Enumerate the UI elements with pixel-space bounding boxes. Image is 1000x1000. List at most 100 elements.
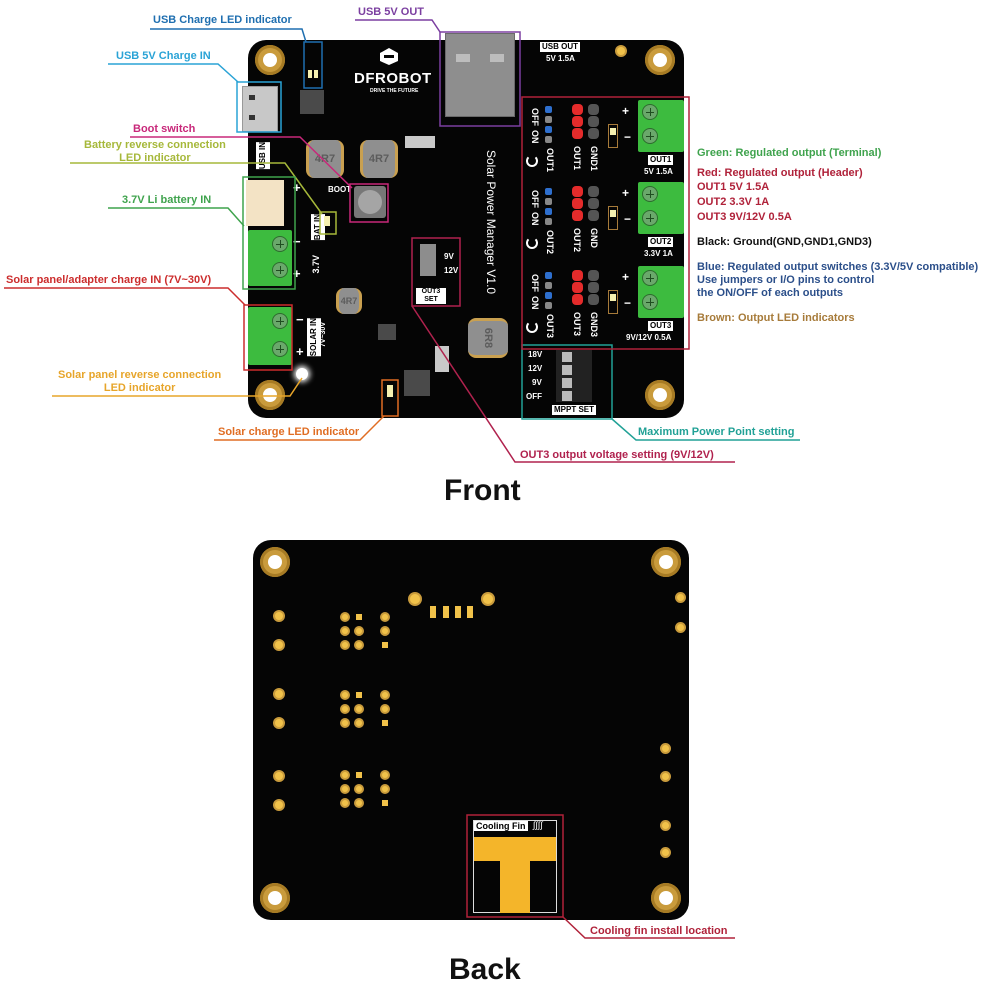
- solder-pad: [382, 692, 388, 698]
- solder-pad: [662, 822, 669, 829]
- solder-pad: [275, 690, 283, 698]
- legend-green: Green: Regulated output (Terminal): [697, 147, 882, 159]
- usb-out-rating: 5V 1.5A: [546, 54, 575, 63]
- smd-part: [435, 346, 449, 372]
- output-switch-jumper[interactable]: [544, 188, 553, 225]
- solar-charge-led: [387, 385, 393, 397]
- out3-9v-label: 9V: [444, 252, 454, 261]
- callout-box-bat-reverse: [319, 211, 337, 235]
- legend-red-out1: OUT1 5V 1.5A: [697, 181, 770, 193]
- solder-pad: [342, 720, 348, 726]
- back-hole-bottom-left: [260, 883, 290, 913]
- solder-pad: [382, 628, 388, 634]
- switch-on-label: ON: [530, 296, 540, 310]
- header-output-label: OUT1: [572, 146, 582, 171]
- power-icon: [526, 155, 538, 167]
- mounting-hole-top-left: [255, 45, 285, 75]
- inductor-4r7-b: 4R7: [360, 140, 398, 178]
- output-terminal: [638, 266, 684, 318]
- mounting-hole-bottom-right: [645, 380, 675, 410]
- ground-label: GND: [589, 228, 599, 248]
- switch-off-label: OFF: [530, 190, 540, 208]
- callout-solar-in: Solar panel/adapter charge IN (7V~30V): [6, 274, 212, 286]
- output-rating: 5V 1.5A: [644, 167, 673, 176]
- solder-pad: [356, 772, 362, 778]
- callout-lines: [4, 19, 800, 463]
- mppt-set-label: MPPT SET: [552, 405, 597, 415]
- solder-pad: [356, 706, 362, 712]
- output-led: [608, 206, 618, 230]
- solder-pad: [382, 800, 388, 806]
- charger-ic: [300, 90, 324, 114]
- callout-line-solar-charge: [214, 415, 385, 441]
- solar-reverse-led[interactable]: [296, 368, 308, 380]
- battery-reverse-led: [324, 216, 330, 226]
- ground-header-pins[interactable]: [588, 272, 599, 306]
- callout-box-mppt: [521, 344, 613, 420]
- output-rating: 9V/12V 0.5A: [626, 333, 672, 342]
- callout-usb-5v-charge-in: USB 5V Charge IN: [116, 50, 211, 62]
- callout-line-mppt: [611, 418, 800, 441]
- callout-line-usb-charge-led: [150, 28, 307, 43]
- boot-button[interactable]: [354, 186, 386, 218]
- out3-slide-switch[interactable]: [420, 244, 436, 276]
- solder-pad: [356, 720, 362, 726]
- solder-pad: [356, 628, 362, 634]
- output-switch-jumper[interactable]: [544, 272, 553, 309]
- header-output-label: OUT3: [572, 312, 582, 337]
- output-led: [608, 124, 618, 148]
- solder-pad: [662, 849, 669, 856]
- legend-blue-3: the ON/OFF of each outputs: [697, 287, 844, 299]
- output-terminal: [638, 100, 684, 152]
- power-icon: [526, 321, 538, 333]
- mppt-dip-switch[interactable]: [556, 350, 592, 402]
- switch-off-label: OFF: [530, 274, 540, 292]
- terminal-minus: −: [624, 130, 632, 144]
- callout-line-usb-in: [108, 63, 239, 83]
- terminal-output-label: OUT3: [648, 321, 674, 331]
- solar-minus: −: [296, 312, 304, 327]
- solder-pad: [382, 614, 388, 620]
- inductor-4r7-c: 4R7: [336, 288, 362, 314]
- solder-pad: [342, 800, 348, 806]
- callout-line-bat-reverse: [70, 162, 323, 215]
- legend-red-out3: OUT3 9V/12V 0.5A: [697, 211, 792, 223]
- terminal-plus: +: [622, 104, 630, 118]
- callout-line-boot: [130, 136, 353, 189]
- callout-line-out3-set: [411, 305, 735, 463]
- solder-pad: [342, 614, 348, 620]
- output-header-pins[interactable]: [572, 106, 583, 140]
- output-switch-jumper[interactable]: [544, 106, 553, 143]
- terminal-output-label: OUT2: [648, 237, 674, 247]
- solder-pad: [356, 786, 362, 792]
- mppt-option-off: OFF: [526, 392, 542, 401]
- solder-pad: [342, 706, 348, 712]
- output-header-pins[interactable]: [572, 188, 583, 222]
- solder-pad: [483, 594, 493, 604]
- output-terminal: [638, 182, 684, 234]
- solder-pad: [342, 772, 348, 778]
- mppt-option-9v: 9V: [532, 378, 542, 387]
- mppt-option-12v: 12V: [528, 364, 543, 373]
- callout-box-out3-set: [411, 237, 461, 307]
- solder-pad: [382, 772, 388, 778]
- mounting-hole-bottom-left: [255, 380, 285, 410]
- legend-blue-2: Use jumpers or I/O pins to control: [697, 274, 875, 286]
- brand-text: DFROBOT: [354, 70, 432, 87]
- brand-tagline: DRIVE THE FUTURE: [370, 88, 419, 94]
- callout-li-battery-in: 3.7V Li battery IN: [122, 194, 212, 206]
- ground-header-pins[interactable]: [588, 106, 599, 140]
- output-header-pins[interactable]: [572, 272, 583, 306]
- dfrobot-logo-icon: [378, 46, 400, 66]
- mounting-hole-top-right: [645, 45, 675, 75]
- solder-pad: [443, 606, 449, 618]
- terminal-minus: −: [624, 296, 632, 310]
- solder-pad: [356, 642, 362, 648]
- solder-pad: [382, 720, 388, 726]
- switch-output-label: OUT3: [545, 314, 555, 339]
- usb-a-port: [445, 33, 515, 117]
- out3-set-label: OUT3 SET: [416, 288, 446, 304]
- cooling-fin-label: Cooling Fin: [474, 821, 528, 831]
- back-board: [253, 540, 689, 920]
- ground-header-pins[interactable]: [588, 188, 599, 222]
